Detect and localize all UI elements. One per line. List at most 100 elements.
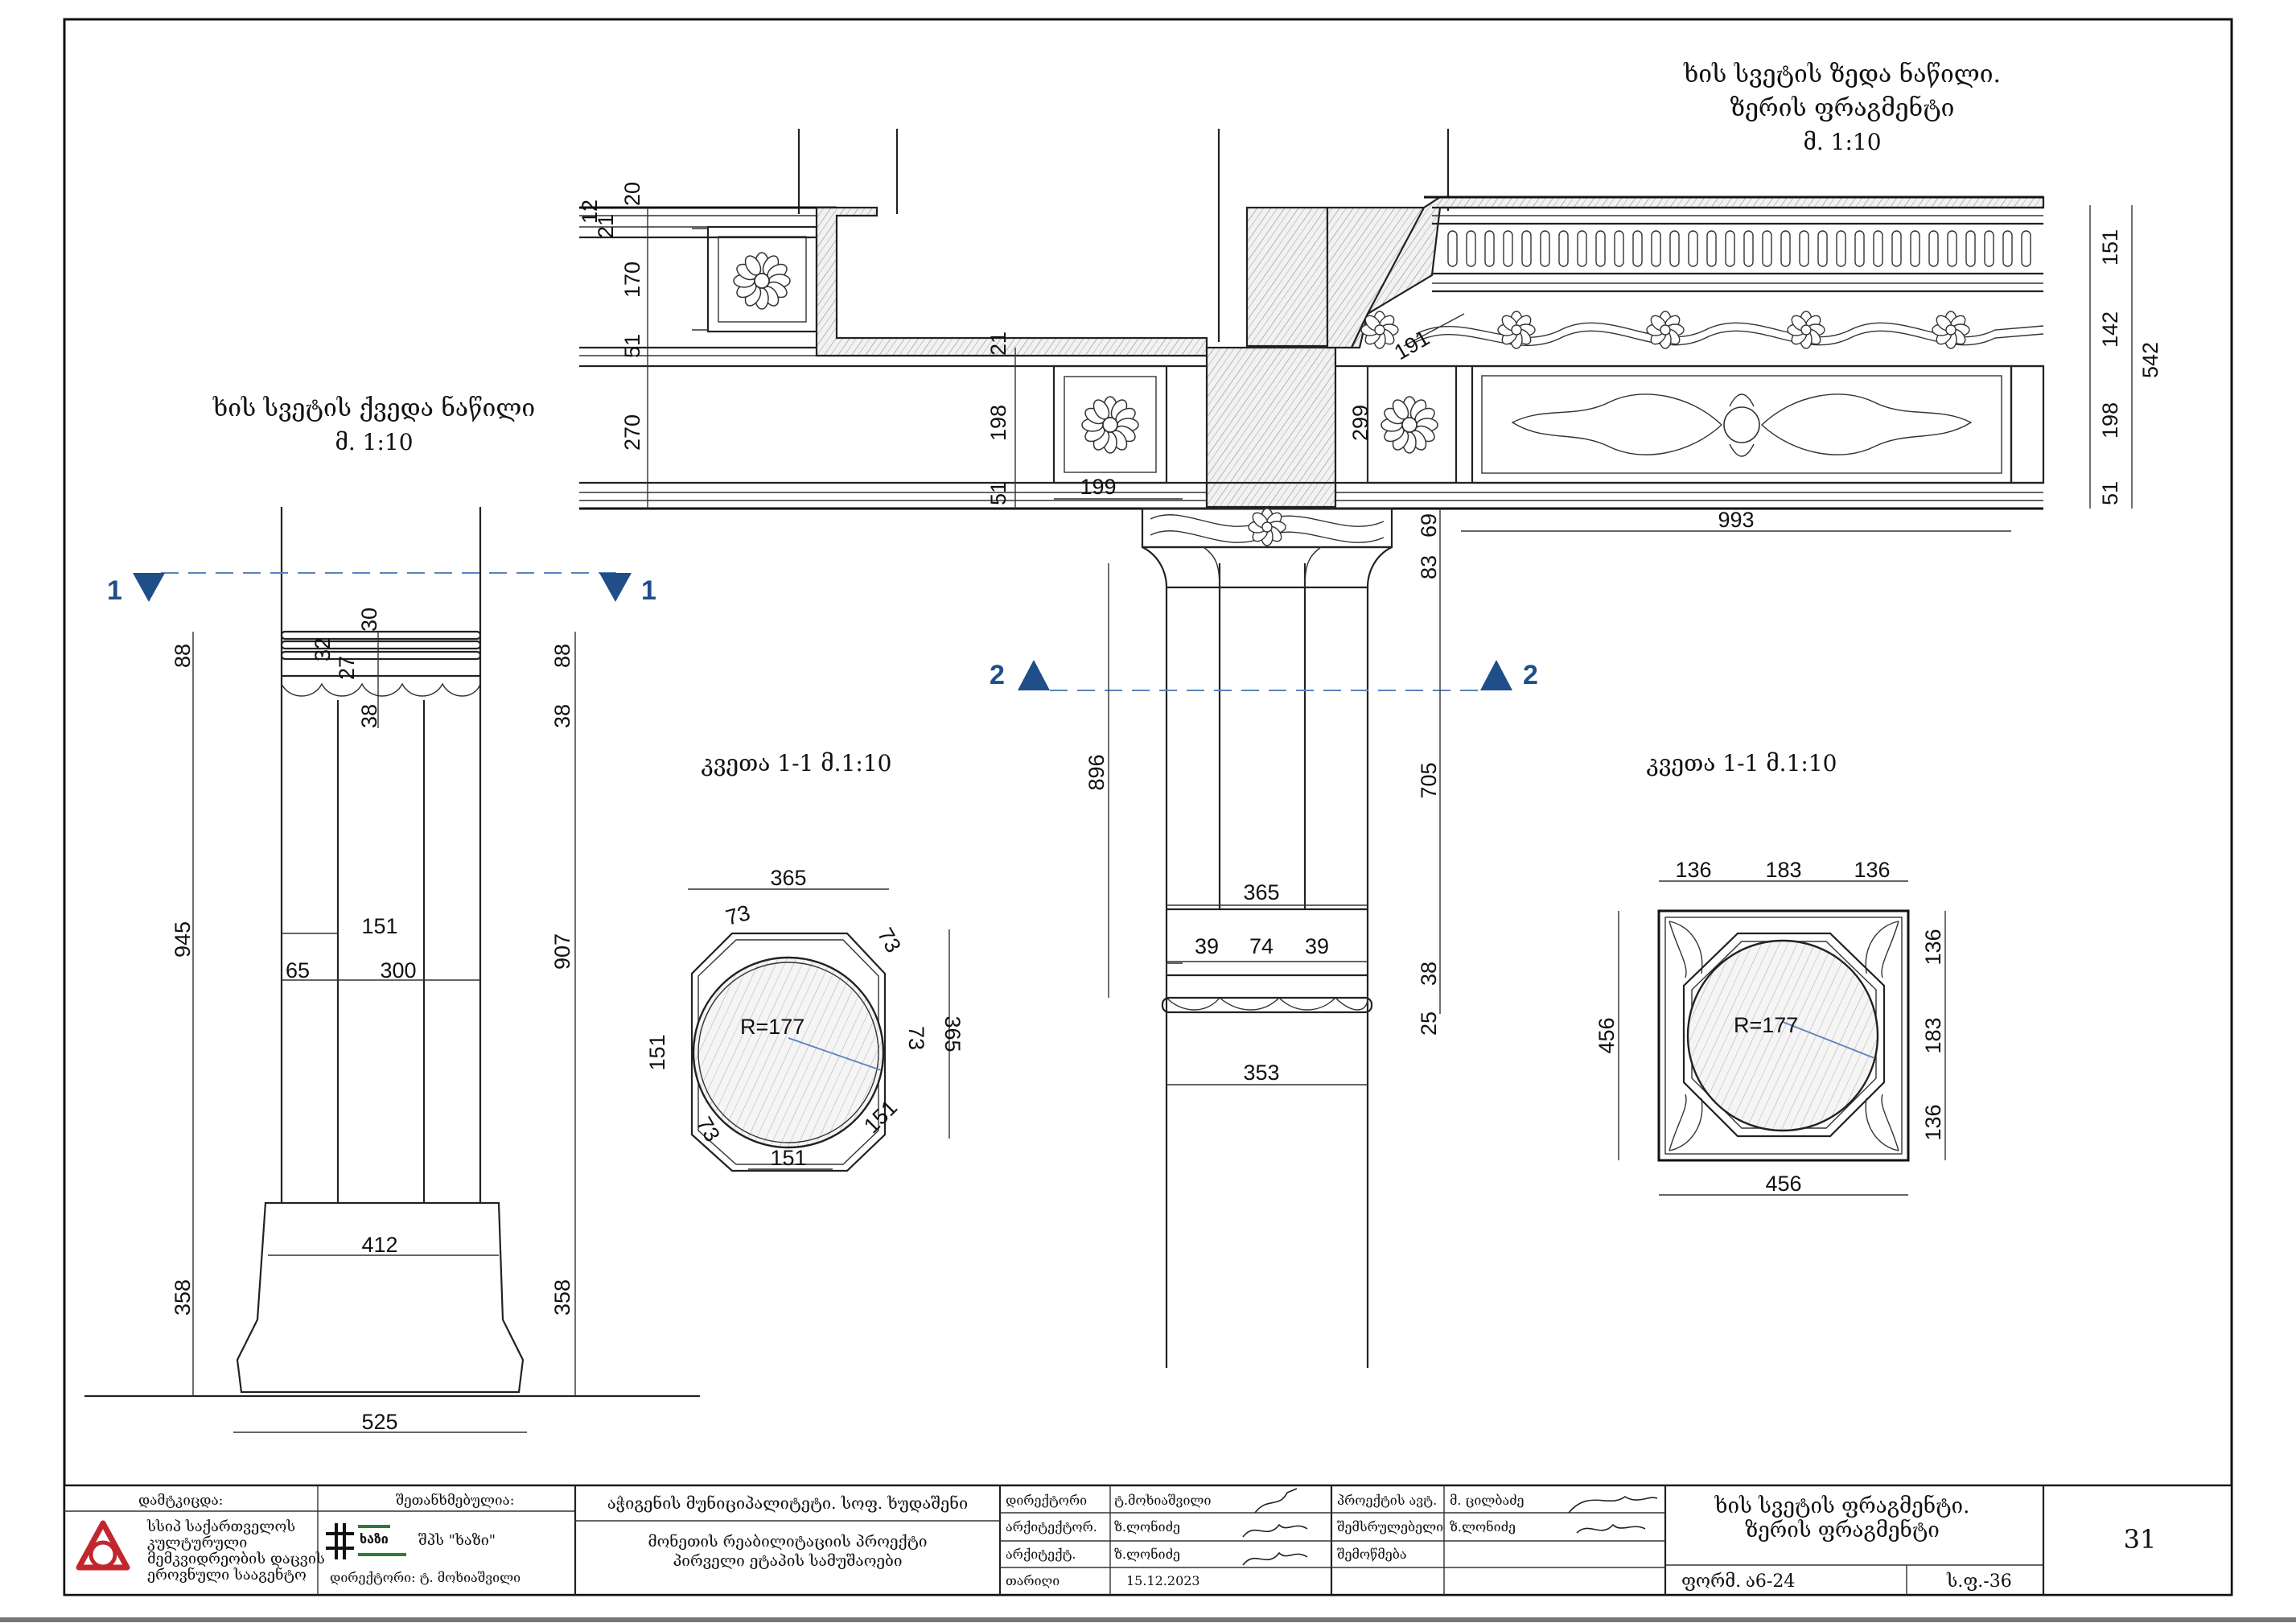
lower-column [84,507,700,1398]
cornice-flute [1947,230,1957,267]
svg-text:136: 136 [1675,858,1711,882]
svg-text:198: 198 [2098,402,2122,439]
svg-text:136: 136 [1854,858,1890,882]
svg-text:300: 300 [380,958,416,982]
org-line4: ეროვნული სააგენტო [147,1566,307,1584]
svg-text:896: 896 [1084,754,1109,790]
cornice-flute [1484,230,1495,267]
svg-text:ტ.მოხიაშვილი: ტ.მოხიაშვილი [1114,1493,1211,1508]
upper-drawing-title: ხის სვეტის ზედა ნაწილი. ზერის ფრაგმენტი … [1683,60,2001,155]
cornice-flute [1965,230,1976,267]
sq-radius: R=177 [1734,1013,1798,1037]
section-line-1: 1 1 [107,572,656,606]
sheet-title-line1: ხის სვეტის ფრაგმენტი. [1714,1494,1970,1518]
cornice-flute [1595,230,1606,267]
svg-text:51: 51 [2098,481,2122,505]
column-center [1161,546,1373,1368]
svg-text:358: 358 [171,1279,195,1316]
org-line2: კულტურული [147,1534,247,1551]
svg-text:183: 183 [1921,1017,1945,1053]
svg-text:151: 151 [770,1146,806,1170]
svg-text:88: 88 [550,644,574,668]
cornice-flute [1891,230,1902,267]
svg-text:365: 365 [940,1015,965,1052]
cornice-flute [1651,230,1661,267]
signature-icon [1242,1488,1308,1566]
cornice-flute [2021,230,2031,267]
cornice-flute [1466,230,1476,267]
svg-text:456: 456 [1765,1172,1801,1196]
oct-radius: R=177 [740,1015,804,1039]
dimension-texts: 12 21 20 170 51 270 21 198 51 199 151 14… [171,182,2162,1434]
cornice-flute [1910,230,1920,267]
cornice-flute [1503,230,1513,267]
svg-text:705: 705 [1417,762,1441,798]
cornice-flute [1762,230,1772,267]
sheet-number: 31 [2124,1524,2157,1555]
cornice-flute [1706,230,1717,267]
form-value: ა6-24 [1746,1572,1795,1592]
svg-text:151: 151 [2098,229,2122,266]
svg-text:907: 907 [550,933,574,970]
approved-label: დამტკიცდა: [138,1493,223,1509]
cornice-flute [1614,230,1624,267]
octagon-section: R=177 [690,932,887,1172]
signature-icon-2 [1568,1496,1658,1534]
svg-text:მ. ცილბაძე: მ. ცილბაძე [1450,1493,1524,1508]
svg-text:365: 365 [1243,880,1279,904]
svg-text:199: 199 [1080,475,1116,499]
svg-text:20: 20 [620,182,644,206]
section-b-title: კვეთა 1-1 მ.1:10 [1647,750,1837,776]
svg-text:358: 358 [550,1279,574,1316]
svg-text:73: 73 [904,1026,928,1050]
square-section: R=177 [1657,909,1910,1162]
upper-scale: მ. 1:10 [1803,129,1881,155]
upper-title-line1: ხის სვეტის ზედა ნაწილი. [1683,60,2001,89]
frieze-elevation [579,129,2045,589]
org-line3: მემკვიდრეობის დაცვის [147,1551,325,1567]
svg-text:69: 69 [1417,513,1441,538]
svg-text:136: 136 [1921,1104,1945,1140]
svg-text:შემსრულებელი: შემსრულებელი [1337,1519,1443,1534]
svg-text:142: 142 [2098,311,2122,348]
svg-text:136: 136 [1921,929,1945,965]
title-block: დამტკიცდა: შეთანხმებულია: სსიპ საქართველ… [63,1484,2233,1596]
cornice-flute [1447,230,1458,267]
svg-text:ზ.ლონიძე: ზ.ლონიძე [1450,1519,1516,1534]
municipality: აჭიგენის მუნიციპალიტეტი. სოფ. ხუდაშენი [607,1493,968,1513]
svg-text:არქიტექტორ.: არქიტექტორ. [1006,1519,1097,1534]
svg-text:25: 25 [1417,1011,1441,1036]
sheet-title-line2: ზერის ფრაგმენტი [1745,1518,1940,1543]
svg-text:15.12.2023: 15.12.2023 [1126,1573,1200,1588]
cornice-flute [1799,230,1809,267]
section-line-2: 2 2 [990,660,1538,691]
sheet-frame [63,18,2233,1596]
svg-text:38: 38 [357,704,381,728]
svg-text:ზ.ლონიძე: ზ.ლონიძე [1114,1519,1180,1534]
svg-text:170: 170 [620,262,644,298]
cornice-flute [1928,230,1939,267]
svg-text:38: 38 [550,704,574,728]
cornice-flute [1669,230,1680,267]
cornice-flute [2002,230,2013,267]
cornice-flute [1521,230,1532,267]
project-line1: მონეთის რეაბილიტაციის პროექტი [648,1533,927,1551]
company-director: დირექტორი: ტ. მოხიაშვილი [330,1570,521,1585]
section-mark-1-left: 1 [107,575,122,606]
company-logo-icon: ხაზი [326,1523,406,1559]
svg-text:73: 73 [873,924,906,957]
svg-text:პროექტის ავტ.: პროექტის ავტ. [1337,1493,1437,1508]
svg-text:945: 945 [171,921,195,958]
svg-text:30: 30 [357,608,381,632]
svg-text:183: 183 [1765,858,1801,882]
svg-text:65: 65 [286,958,310,982]
section-mark-2-right: 2 [1523,660,1538,690]
svg-text:542: 542 [2138,342,2162,378]
cornice-flute [1817,230,1828,267]
svg-text:არქიტექტ.: არქიტექტ. [1006,1547,1076,1562]
svg-text:32: 32 [311,637,335,661]
cornice-flute [1873,230,1883,267]
lower-scale: მ. 1:10 [335,429,413,455]
svg-text:39: 39 [1195,934,1219,958]
svg-text:21: 21 [986,332,1010,356]
